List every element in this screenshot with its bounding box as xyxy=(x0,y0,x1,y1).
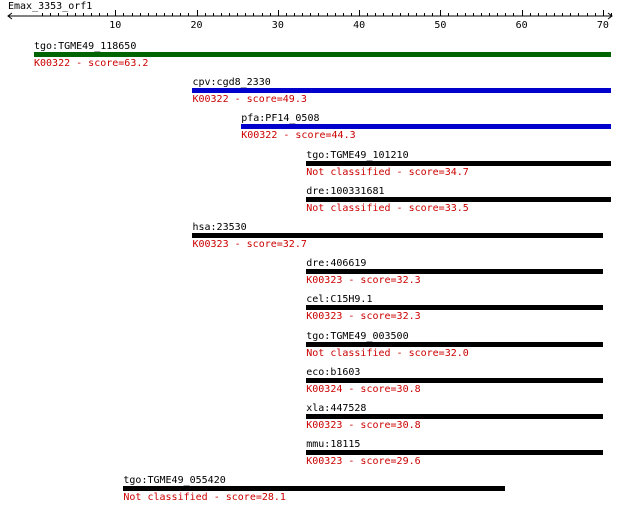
tick-label: 60 xyxy=(515,20,528,31)
hit-alignment-bar[interactable] xyxy=(123,486,506,492)
hit-classification[interactable]: K00322 - score=49.3 xyxy=(192,94,307,106)
hit-classification[interactable]: Not classified - score=32.0 xyxy=(306,347,469,359)
position-axis xyxy=(7,10,613,20)
hit-alignment-bar[interactable] xyxy=(34,52,611,57)
hit-classification[interactable]: Not classified - score=28.1 xyxy=(123,492,286,504)
hit-classification[interactable]: Not classified - score=34.7 xyxy=(306,166,469,178)
hit-classification[interactable]: K00323 - score=32.3 xyxy=(306,311,421,323)
hit-alignment-bar[interactable] xyxy=(306,341,603,347)
hit-alignment-bar[interactable] xyxy=(192,233,603,238)
hit-classification[interactable]: K00323 - score=30.8 xyxy=(306,420,421,431)
hit-name[interactable]: dre:100331681 xyxy=(306,185,385,197)
axis-left-arrow xyxy=(7,12,13,20)
hit-alignment-bar[interactable] xyxy=(306,196,611,202)
hit-alignment-bar[interactable] xyxy=(192,88,611,94)
hit-classification[interactable]: K00323 - score=29.6 xyxy=(306,456,421,468)
hit-classification[interactable]: K00323 - score=32.7 xyxy=(192,239,307,250)
hit-classification[interactable]: Not classified - score=33.5 xyxy=(306,202,469,214)
hit-name[interactable]: tgo:TGME49_003500 xyxy=(306,330,409,342)
hit-alignment-bar[interactable] xyxy=(306,450,603,456)
tick-label: 70 xyxy=(596,20,609,31)
hit-classification[interactable]: K00323 - score=32.3 xyxy=(306,275,421,287)
hit-classification[interactable]: K00322 - score=63.2 xyxy=(34,58,149,69)
hit-alignment-bar[interactable] xyxy=(306,377,603,383)
hit-name[interactable]: cel:C15H9.1 xyxy=(306,294,373,306)
hit-name[interactable]: pfa:PF14_0508 xyxy=(241,113,320,125)
query-title: Emax_3353_orf1 xyxy=(8,1,93,12)
hit-classification[interactable]: K00324 - score=30.8 xyxy=(306,383,421,395)
hit-name[interactable]: mmu:18115 xyxy=(306,439,361,451)
hit-name[interactable]: dre:406619 xyxy=(306,258,367,270)
tick-label: 20 xyxy=(190,20,203,31)
hit-alignment-bar[interactable] xyxy=(306,269,603,275)
hit-name[interactable]: eco:b1603 xyxy=(306,366,361,378)
tick-label: 30 xyxy=(271,20,284,31)
hit-alignment-bar[interactable] xyxy=(306,160,611,166)
tick-label: 50 xyxy=(434,20,447,31)
hit-name[interactable]: tgo:TGME49_101210 xyxy=(306,149,409,161)
hit-classification[interactable]: K00322 - score=44.3 xyxy=(241,130,356,142)
tick-label: 40 xyxy=(353,20,366,31)
hit-alignment-bar[interactable] xyxy=(306,414,603,419)
tick-label: 10 xyxy=(109,20,122,31)
hit-name[interactable]: cpv:cgd8_2330 xyxy=(192,77,271,89)
hit-name[interactable]: tgo:TGME49_118650 xyxy=(34,41,137,52)
hit-alignment-bar[interactable] xyxy=(241,124,611,130)
hit-name[interactable]: xla:447528 xyxy=(306,403,367,414)
hit-name[interactable]: hsa:23530 xyxy=(192,222,247,233)
hit-alignment-bar[interactable] xyxy=(306,305,603,311)
hit-name[interactable]: tgo:TGME49_055420 xyxy=(123,475,226,487)
